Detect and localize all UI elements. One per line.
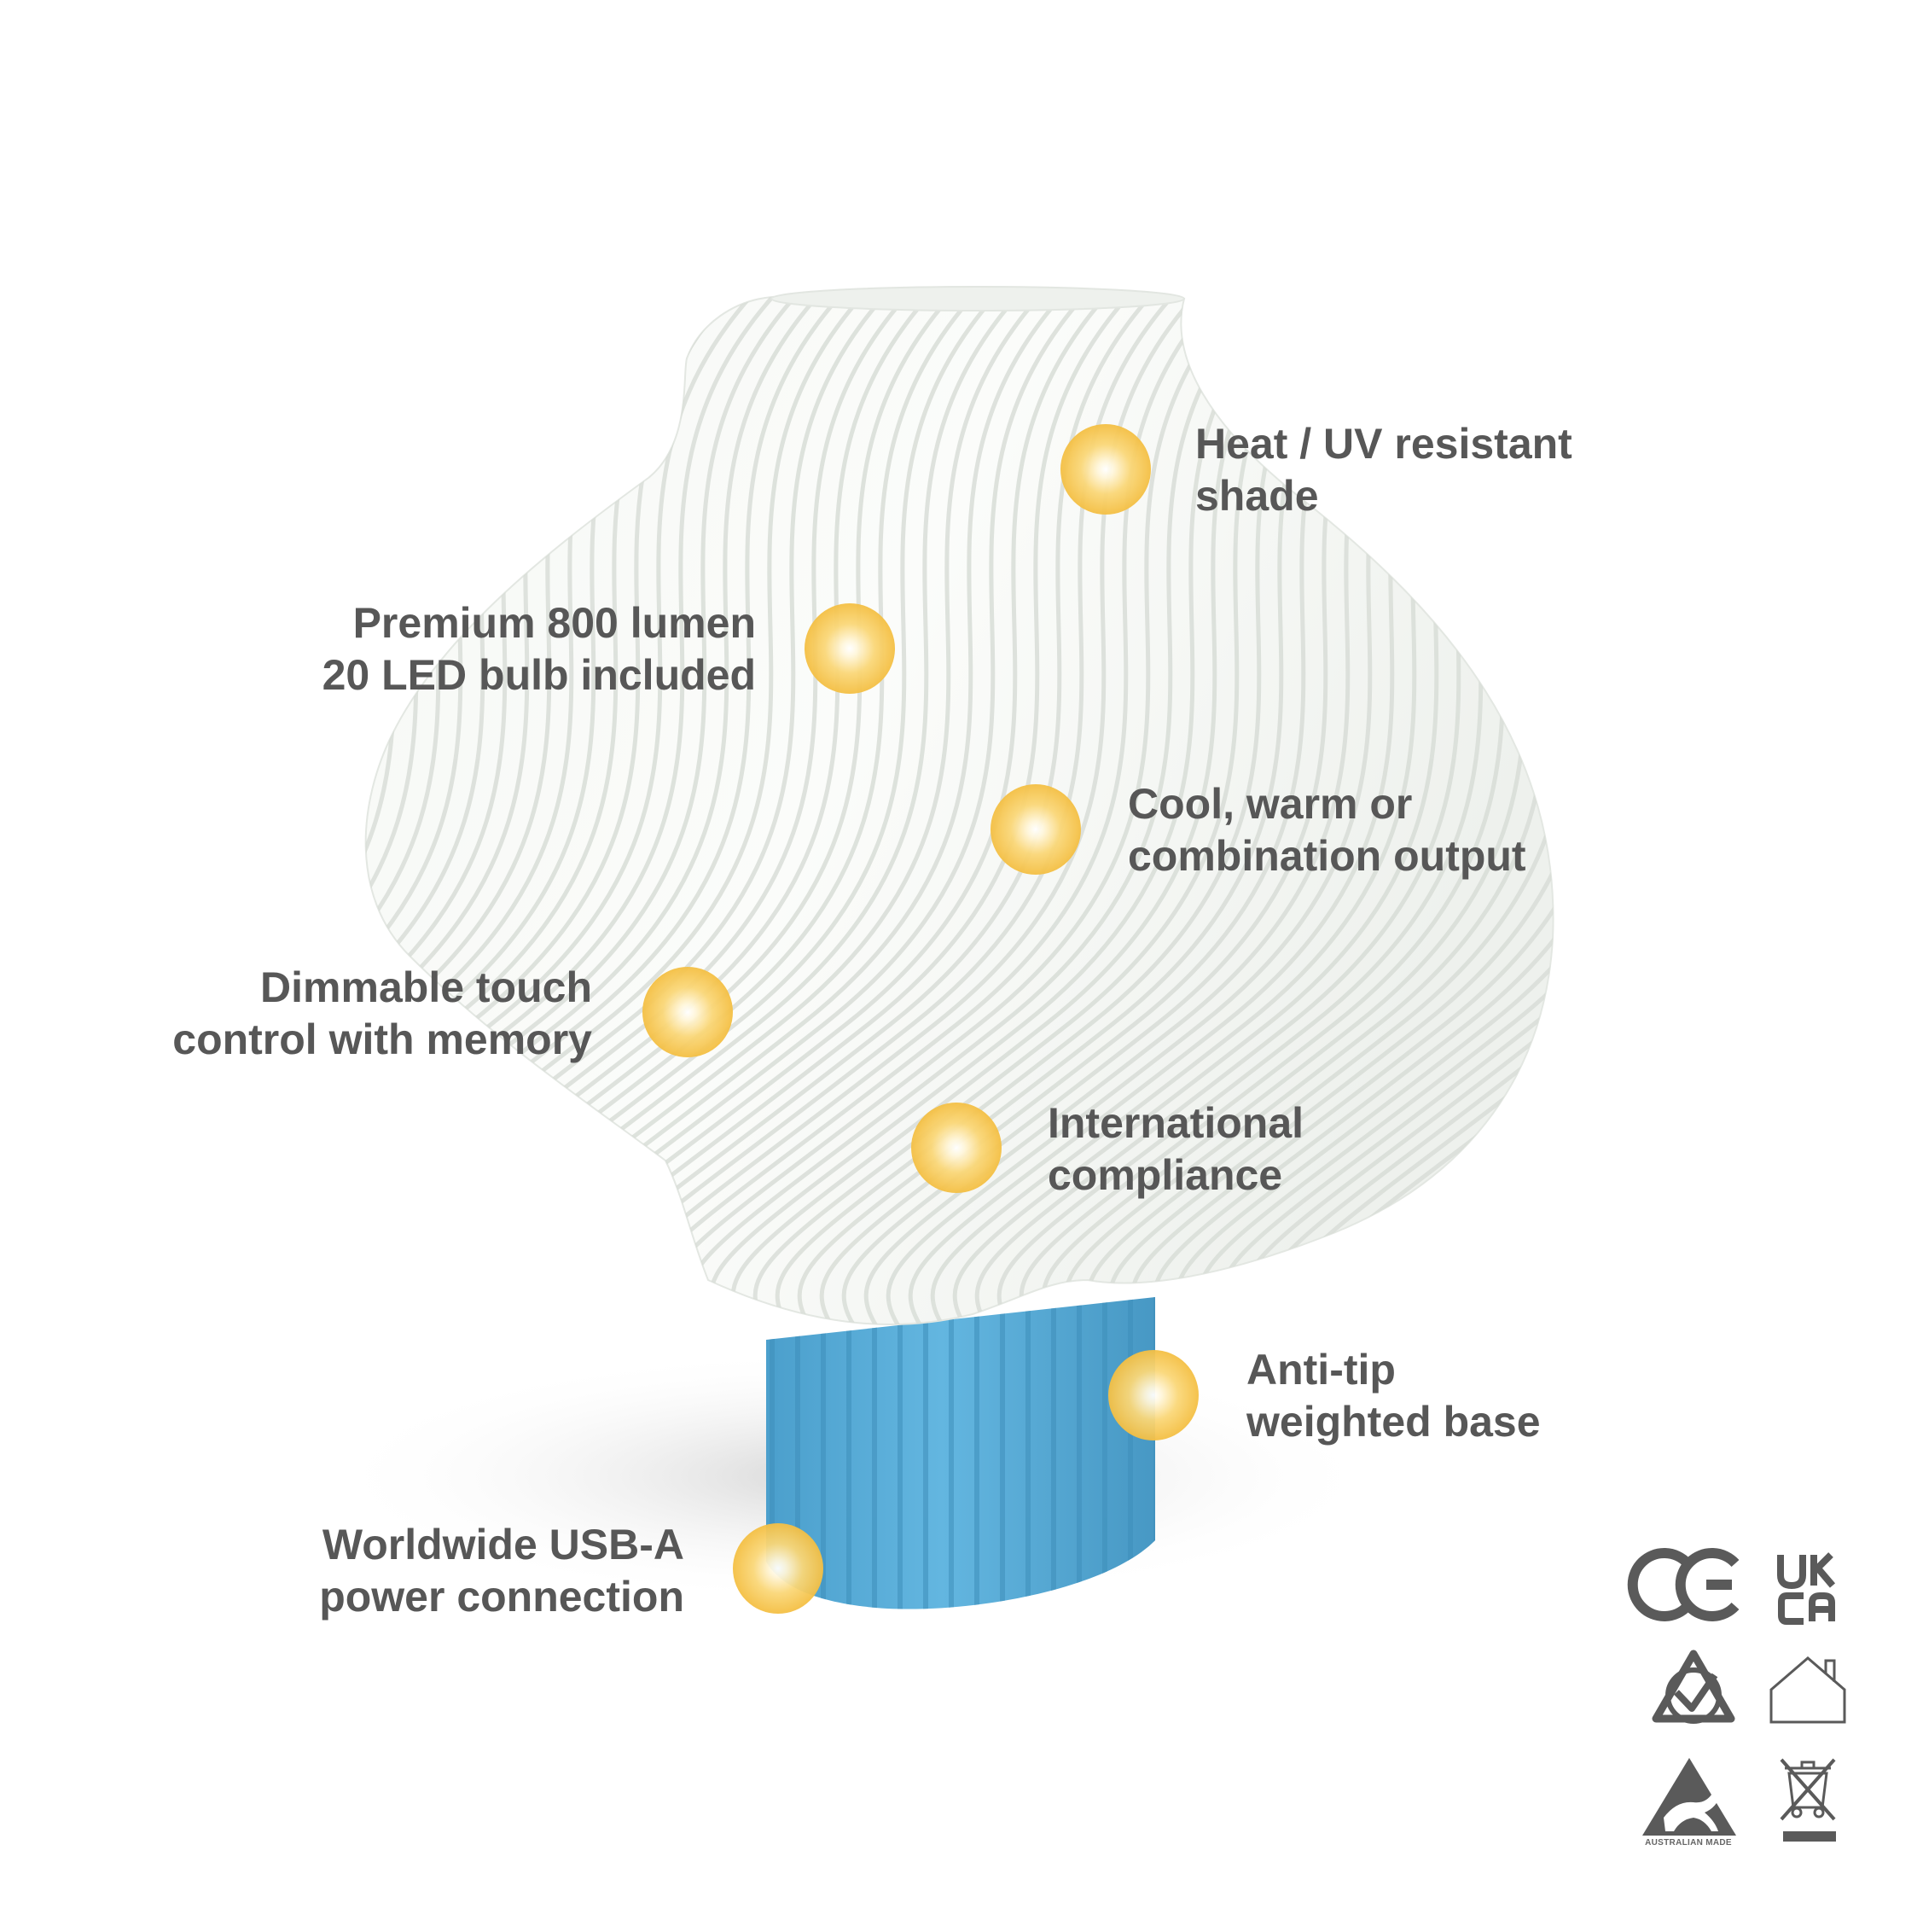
shade-rib bbox=[752, 288, 1343, 1324]
shade-rib bbox=[0, 282, 188, 1365]
shade-rib bbox=[365, 288, 744, 1324]
australian-made-label: AUSTRALIAN MADE bbox=[1645, 1838, 1732, 1848]
shade-rib bbox=[365, 288, 389, 1324]
indoor-use-icon bbox=[1769, 1656, 1846, 1724]
feature-dot-5 bbox=[911, 1103, 1002, 1193]
feature-dot-3 bbox=[991, 784, 1081, 875]
shade-rib bbox=[1551, 288, 1554, 1324]
shade-rib bbox=[0, 282, 210, 1365]
shade-rib bbox=[1107, 288, 1554, 1324]
shade-rib bbox=[0, 282, 254, 1365]
shade-rib bbox=[365, 288, 899, 1324]
shade-rib bbox=[730, 288, 1321, 1324]
weee-bin-icon bbox=[1780, 1758, 1836, 1842]
feature-dot-2 bbox=[805, 603, 895, 694]
feature-dot-7 bbox=[733, 1523, 823, 1614]
shade-rib bbox=[1664, 282, 1923, 1365]
shade-rib bbox=[365, 288, 810, 1324]
shade-rib bbox=[1085, 288, 1554, 1324]
feature-dot-4 bbox=[642, 967, 733, 1057]
lamp-shade bbox=[0, 282, 1923, 1365]
shade-rib bbox=[1798, 282, 1923, 1365]
shade-rib bbox=[0, 282, 232, 1365]
shade-rib bbox=[1576, 282, 1923, 1365]
shade-rib bbox=[0, 282, 299, 1365]
shade-rib bbox=[1642, 282, 1923, 1365]
shade-rib bbox=[1152, 288, 1554, 1324]
shade-rib bbox=[365, 288, 766, 1324]
feature-dot-1 bbox=[1060, 424, 1151, 515]
lamp-base bbox=[766, 1297, 1155, 1609]
shade-rib bbox=[1775, 282, 1923, 1365]
shade-rib bbox=[365, 288, 877, 1324]
shade-rib bbox=[1130, 288, 1554, 1324]
feature-dot-6 bbox=[1108, 1350, 1199, 1440]
shade-rib bbox=[1731, 282, 1923, 1365]
rcm-mark-icon bbox=[1652, 1650, 1735, 1724]
shade-rib bbox=[1709, 282, 1923, 1365]
shade-rib bbox=[775, 288, 1365, 1324]
shade-rib bbox=[365, 288, 944, 1324]
ce-mark-icon bbox=[1627, 1548, 1740, 1621]
ukca-mark-icon bbox=[1777, 1552, 1836, 1625]
shade-rib bbox=[1687, 282, 1923, 1365]
shade-rib bbox=[365, 288, 833, 1324]
shade-rib bbox=[365, 288, 411, 1324]
shade-rib bbox=[0, 282, 321, 1365]
australian-made-icon bbox=[1642, 1758, 1736, 1836]
shade-rib bbox=[365, 288, 788, 1324]
shade-rib bbox=[1753, 282, 1923, 1365]
shade-rib bbox=[365, 288, 855, 1324]
shade-rib bbox=[365, 288, 921, 1324]
shade-rib bbox=[0, 282, 343, 1365]
shade-rib bbox=[1529, 288, 1554, 1324]
shade-rib bbox=[708, 288, 1298, 1324]
shade-rib bbox=[365, 288, 367, 1324]
shade-rib bbox=[0, 282, 276, 1365]
shade-rib bbox=[1620, 282, 1923, 1365]
shade-rib bbox=[1598, 282, 1923, 1365]
shade-rib bbox=[797, 288, 1387, 1324]
